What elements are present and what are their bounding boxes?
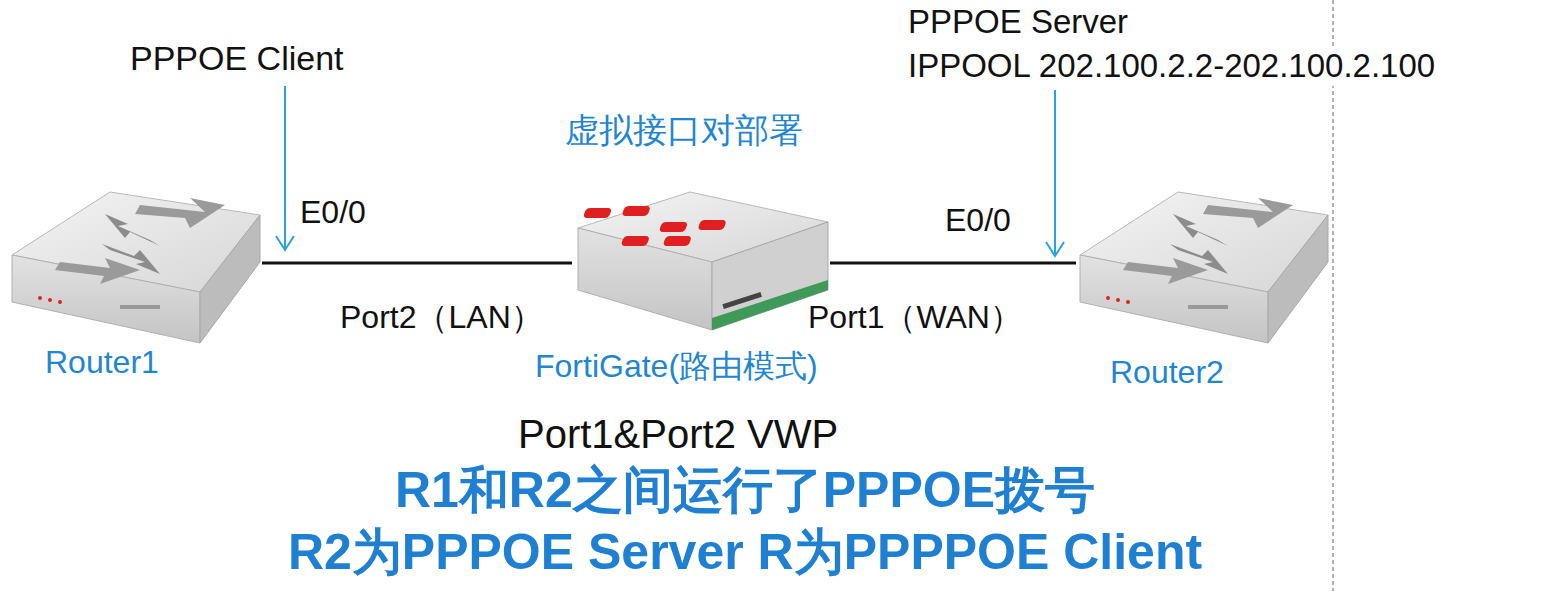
interface-label: E0/0 [943, 201, 1013, 239]
router-node: Router2 [1076, 183, 1332, 343]
callout-arrow [1046, 90, 1064, 256]
link-cable [830, 262, 1076, 265]
interface-label: E0/0 [298, 193, 368, 231]
link-cable [262, 262, 572, 265]
pool-label: IPPOOL 202.100.2.2-202.100.2.100 [906, 46, 1437, 86]
summary-text: R2为PPPOE Server R为PPPPOE Client [286, 522, 1204, 582]
divider-line [1333, 0, 1334, 591]
firewall-icon [578, 192, 828, 330]
summary-text: R1和R2之间运行了PPPOE拨号 [393, 460, 1097, 520]
role-label: PPPOE Server [906, 2, 1130, 42]
firewall-node: FortiGate(路由模式) [572, 191, 830, 335]
router-icon [1080, 192, 1328, 343]
callout-arrow [276, 86, 294, 250]
port-label: Port1（WAN） [806, 298, 1024, 336]
device-label: Router1 [45, 343, 159, 381]
router-node: Router1 [12, 183, 262, 343]
deploy-label: 虚拟接口对部署 [563, 110, 805, 151]
mode-label: Port1&Port2 VWP [516, 410, 840, 458]
role-label: PPPOE Client [128, 38, 346, 79]
port-label: Port2（LAN） [338, 298, 545, 336]
router-icon [12, 192, 260, 343]
device-label: Router2 [1110, 353, 1224, 391]
device-label: FortiGate(路由模式) [535, 347, 818, 385]
